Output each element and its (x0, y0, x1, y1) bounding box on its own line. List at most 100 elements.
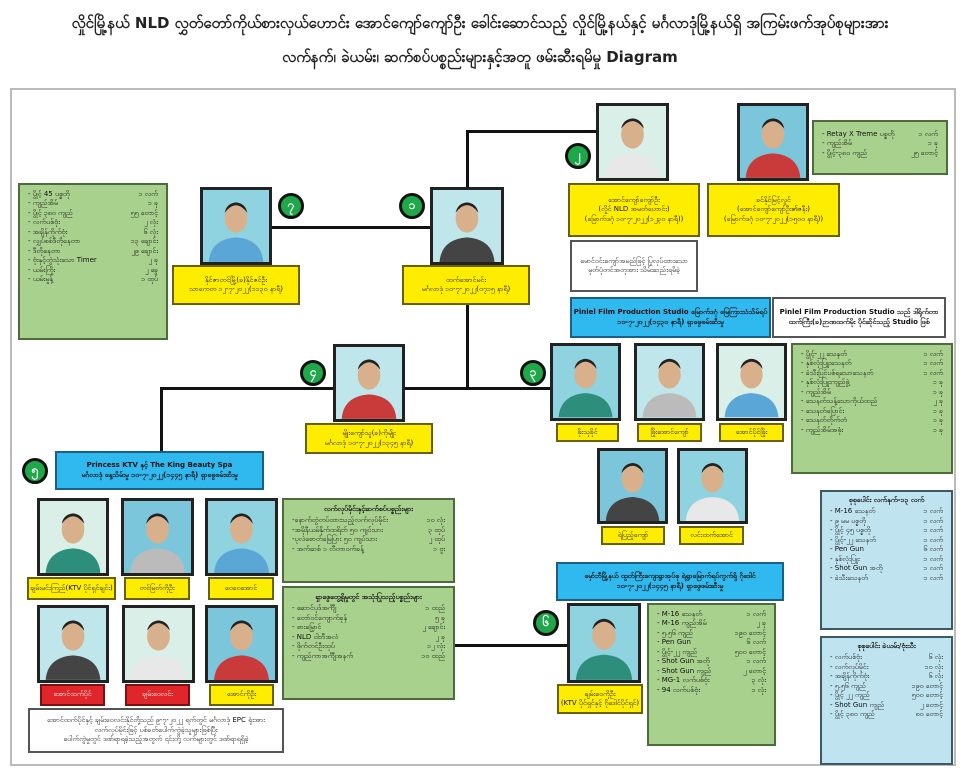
item-quantity: ၁၂ လုံး (427, 642, 445, 651)
person5-member-photo (122, 605, 195, 683)
item-name: - လက်ပစ်ဗုံး (28, 218, 60, 227)
connector-line (466, 305, 469, 389)
badge-1: ၁ (399, 193, 425, 219)
person5-member-photo (205, 605, 278, 683)
badge-2: ၂ (565, 143, 591, 169)
totals-ammo-title: စုစုပေါင်း ခဲယမ်း/ဗုံးသီး (857, 642, 916, 650)
person5-member-photo (37, 498, 109, 576)
person5-note-line: လက်လုပ်မိုင်းဖြင့် ပစ်ခတ်ပေါက်ကွဲခဲ့သူမျ… (94, 725, 218, 734)
person2-wife-role: (အောင်ကျော်ကျော်ဦး၏ဇနီး) (737, 205, 810, 214)
item-quantity: ၁ ဗူး (433, 544, 445, 553)
connector-line (160, 387, 163, 451)
item-name: - ပွိုင့်-၂၂ သေနတ် (830, 535, 876, 544)
list-item: - လက်လုပ်မိုင်း၁၀ လုံး (830, 663, 943, 672)
item-name: - ပွိုင့်-၂၂ သေနတ် (801, 350, 847, 358)
item-name: - MG-1 လက်ပစ်ဗုံး (657, 676, 710, 685)
item-name: - ဒီတိုနေတာ (28, 246, 61, 255)
list-item: - ဓားမြှောင်၂ ချောင်း (292, 623, 445, 632)
item-quantity: ၁ ခု (147, 199, 158, 208)
list-item: - ဒီတိုနေတာ၂၉ ချောင်း (28, 247, 158, 256)
person5-gear-box: ရှာဖွေတွေ့ရှိမှုတွင် အသုံးပြုသည့်ပစ္စည်း… (282, 586, 455, 700)
person-silhouette-icon (131, 620, 186, 680)
person6-label: ချမ်းဝေကိုဦး (KTV ပိုင်ရှင်နှင့် ဂိုဒေါင… (557, 684, 643, 714)
person2-wife-photo (737, 103, 809, 181)
item-name: - Shot Gun ကျည် (830, 700, 885, 709)
item-name: - ဆောင်ပုဒ်အင်္ကျီ (292, 604, 337, 613)
person5-note: အောင်ထက်ပိုင်နှင့် ချမ်းဝေလင်းနိုင်တို့သ… (28, 708, 284, 753)
item-name: - ပွိုင့်-၃၈၀ ကျည် (822, 148, 867, 157)
item-quantity: ၁၀ လုံး (924, 662, 943, 671)
item-quantity: ၂ ထုပ် (428, 535, 445, 544)
list-item: - ၉ မမ ပစ္စတို၁ လက် (830, 517, 943, 526)
person1-detail: မင်္ဂလာဒုံ ၁၀-၇-၂၀၂၂(၀၇၁၅ နာရီ) (421, 285, 511, 293)
totals-weapons-list: - M-16 သေနတ်၁ လက်- ၉ မမ ပစ္စတို၁ လက်- ပွ… (830, 507, 943, 583)
item-name: - M-16 သေနတ် (657, 610, 703, 618)
person5-member-label: ဝေဝေအောင် (208, 577, 274, 600)
item-quantity: ၁ ခု (932, 406, 943, 415)
list-item: - Shot Gun ကျည်၂ တောင့် (657, 667, 766, 676)
person3-member-photo (634, 343, 705, 421)
item-quantity: ၁ ခု (932, 387, 943, 396)
item-quantity: ၁ လက် (746, 657, 766, 666)
item-name: - အက်ဆစ် ၁ လီတာဝက်ခန့် (292, 544, 364, 553)
item-name: -နောက်တွဲတပ်ထားသည့်လက်လုပ်မိုင်း (292, 516, 388, 525)
item-quantity: ၁ ထုပ် (141, 274, 158, 283)
item-name: -အမိုနီယမ်နိုက်ထရိတ် ၅၀ ကျပ်သား (292, 525, 383, 534)
item-quantity: ၅၀၀ တောင့် (734, 647, 766, 656)
list-item: - နှစ်လုံးပြူးသေနတ်၁ လက် (801, 359, 943, 368)
item-quantity: ၂ ခု (933, 397, 943, 406)
person5-note-line: အောင်ထက်ပိုင်နှင့် ချမ်းဝေလင်းနိုင်တို့သ… (47, 716, 265, 725)
person-silhouette-icon (724, 358, 779, 418)
item-quantity: ၅၅ တောင့် (130, 208, 158, 217)
list-item: - ပွိုင့်-၂၂ သေနတ်၁ လက် (801, 350, 943, 359)
list-item: - အက်ဆစ် ၁ လီတာဝက်ခန့် ၁ ဗူး (292, 545, 445, 554)
item-quantity: ၂ ခွေ (144, 265, 158, 274)
person2-wife-label: ခင်နိုင်မြင့်လွင် (အောင်ကျော်ကျော်ဦး၏ဇနီ… (707, 183, 840, 237)
item-name: - ကျည်အိမ် (822, 139, 852, 148)
person5-detail: မင်္ဂလာဒုံ နေ့သိမ်းမှု ၁၀-၇-၂၀၂၂(၁၄၄၅ နာ… (81, 470, 238, 479)
item-name: - Pen Gun (830, 545, 864, 554)
person3-note: Pinlel Film Production Studio သည် ဒါရိုက… (772, 297, 946, 338)
totals-ammo-list: - လက်ပစ်ဗုံး၆ လုံး- လက်လုပ်မိုင်း၁၀ လုံး… (830, 653, 943, 719)
person6-items-box: - M-16 သေနတ်၁ လက်- M-16 ကျည်အိမ်၂ ခု- ၅.… (647, 603, 776, 746)
item-name: - နှစ်လုံးပြူးသေနတ် (801, 359, 852, 368)
item-name: - M-16 သေနတ် (830, 507, 876, 516)
item-name: - Retay X Treme ပစ္စတို (822, 130, 895, 138)
person5-member-label-highlighted: ချမ်းဝေလင်း (125, 684, 190, 706)
person-silhouette-icon (575, 618, 633, 680)
person5-location-box: Princess KTV နှင့် The King Beauty Spa မ… (55, 451, 264, 490)
list-item: - ကျည်အိမ်အဖုံး၁ ခု (801, 426, 943, 435)
item-quantity: ၆ လုံး (928, 672, 943, 681)
item-quantity: ၁ ခု (932, 416, 943, 425)
item-name: - ပွိုင့်-၂၂ ကျည် (657, 647, 697, 656)
person5-member-label-highlighted: အောင်ထက်ပိုင် (40, 684, 105, 706)
person5-mines-box: လက်လုပ်မိုင်းနှင့်ဆက်စပ်ပစ္စည်းများ -နော… (282, 498, 455, 583)
list-item: - ပွိုင့် ၃၈၀ ကျည်၈၀ တောင့် (830, 710, 943, 719)
item-quantity: ၅၀၀ တောင့် (911, 691, 943, 700)
item-name: - M-16 ကျည်အိမ် (657, 619, 707, 628)
person-silhouette-icon (642, 358, 697, 418)
item-quantity: ၁ ခု (927, 139, 938, 148)
item-name: - ၅.၅၆ ကျည် (657, 628, 693, 637)
item-quantity: ၁ လုံး (751, 685, 766, 694)
item-quantity: ၁၃ ချောင်း (130, 237, 158, 246)
totals-weapons-box: စုစုပေါင်း လက်နက်-၁၃ လက် - M-16 သေနတ်၁ လ… (820, 490, 953, 630)
item-name: - အချိန်ကိုက်ဗုံး (830, 672, 870, 681)
item-name: - ၅.၅၆ ကျည် (830, 681, 866, 690)
totals-weapons-title: စုစုပေါင်း လက်နက်-၁၃ လက် (848, 496, 925, 504)
list-item: - MG-1 လက်ပစ်ဗုံး၃ လုံး (657, 676, 766, 685)
item-name: - ကျည်ကာအင်္ကျီအနက် (292, 651, 353, 660)
person5-location: Princess KTV နှင့် The King Beauty Spa (86, 461, 233, 470)
item-quantity: ၁ လက် (746, 610, 766, 618)
badge-3: ၃ (520, 360, 546, 386)
list-item: - ၅.၅၆ ကျည်၁၉၀ တောင့် (657, 629, 766, 638)
person5-gear-title: ရှာဖွေတွေ့ရှိမှုတွင် အသုံးပြုသည့်ပစ္စည်း… (315, 593, 422, 601)
person3-member-label: ဖြိုးအောင်ကျော် (637, 423, 702, 442)
item-name: - လျှပ်စစ်ဒီတိုနေတာ (28, 237, 81, 246)
item-name: - ဖိုက်တင်ဦးထုပ် (292, 642, 335, 651)
list-item: - M-16 သေနတ် ၁ လက် (657, 610, 766, 619)
person2-role: (လှိုင် NLD အမတ်ဟောင်း) (598, 205, 670, 214)
list-item: - သေနတ်ပြောင်း၁ ခု (801, 407, 943, 416)
item-quantity: ၁ လက် (923, 368, 943, 377)
item-name: - NLD ဝါဘီအလံ (292, 632, 339, 641)
